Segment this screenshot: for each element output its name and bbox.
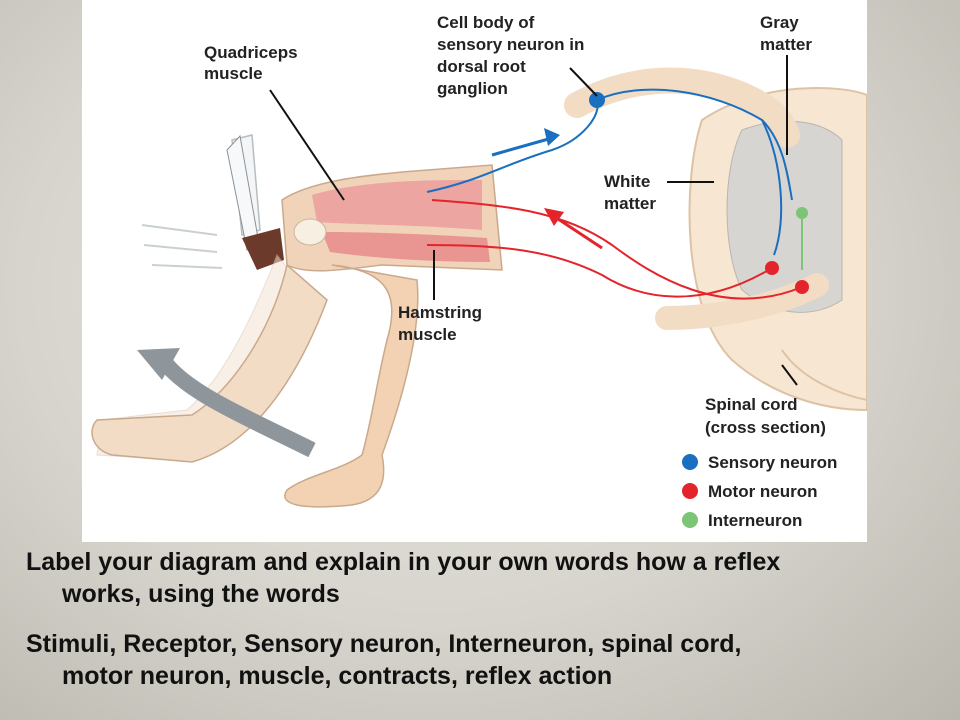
- label-cell-body: Cell body of sensory neuron in dorsal ro…: [437, 13, 589, 98]
- sensory-arrowhead: [544, 128, 560, 146]
- label-white-matter: White matter: [604, 172, 656, 213]
- lower-leg: [91, 263, 328, 463]
- instruction-text: Label your diagram and explain in your o…: [26, 546, 926, 610]
- reflex-hammer: [141, 134, 284, 270]
- word-bank-line-2: motor neuron, muscle, contracts, reflex …: [62, 662, 613, 690]
- word-bank-line-1: Stimuli, Receptor, Sensory neuron, Inter…: [26, 630, 742, 658]
- instruction-line-1: Label your diagram and explain in your o…: [26, 548, 781, 576]
- label-spinal-cord: Spinal cord (cross section): [705, 395, 826, 437]
- legend-label-motor: Motor neuron: [708, 482, 818, 501]
- motor-arrow: [551, 213, 603, 250]
- label-gray-matter: Gray matter: [760, 13, 812, 54]
- dorsal-root: [564, 67, 800, 148]
- motor-cell-body-1: [765, 261, 779, 275]
- legend-label-interneuron: Interneuron: [708, 511, 802, 530]
- standing-leg: [284, 264, 419, 508]
- swing-arrowhead: [137, 348, 180, 380]
- motor-neuron-path: [426, 199, 803, 300]
- pointer-lines: [269, 55, 798, 386]
- label-hamstring-muscle: Hamstring muscle: [398, 303, 487, 344]
- legend-swatch-motor: [682, 483, 698, 499]
- reflex-arc-diagram: Quadriceps muscle Cell body of sensory n…: [91, 13, 867, 530]
- motor-cell-body-2: [795, 280, 809, 294]
- word-bank-text: Stimuli, Receptor, Sensory neuron, Inter…: [26, 628, 926, 692]
- reflex-arc-figure: Quadriceps muscle Cell body of sensory n…: [82, 0, 867, 542]
- sensory-arrow: [491, 136, 553, 157]
- legend-label-sensory: Sensory neuron: [708, 453, 837, 472]
- legend: Sensory neuron Motor neuron Interneuron: [682, 453, 837, 530]
- label-quadriceps-muscle: Quadriceps muscle: [204, 43, 302, 83]
- sensory-neuron-path: [426, 88, 793, 256]
- instruction-line-2: works, using the words: [62, 580, 340, 608]
- spinal-cord: [688, 87, 867, 412]
- interneuron-path: [796, 207, 808, 270]
- legend-swatch-sensory: [682, 454, 698, 470]
- motor-arrowhead: [544, 208, 564, 226]
- sensory-cell-body: [589, 92, 605, 108]
- swing-arrow: [160, 359, 316, 458]
- legend-swatch-interneuron: [682, 512, 698, 528]
